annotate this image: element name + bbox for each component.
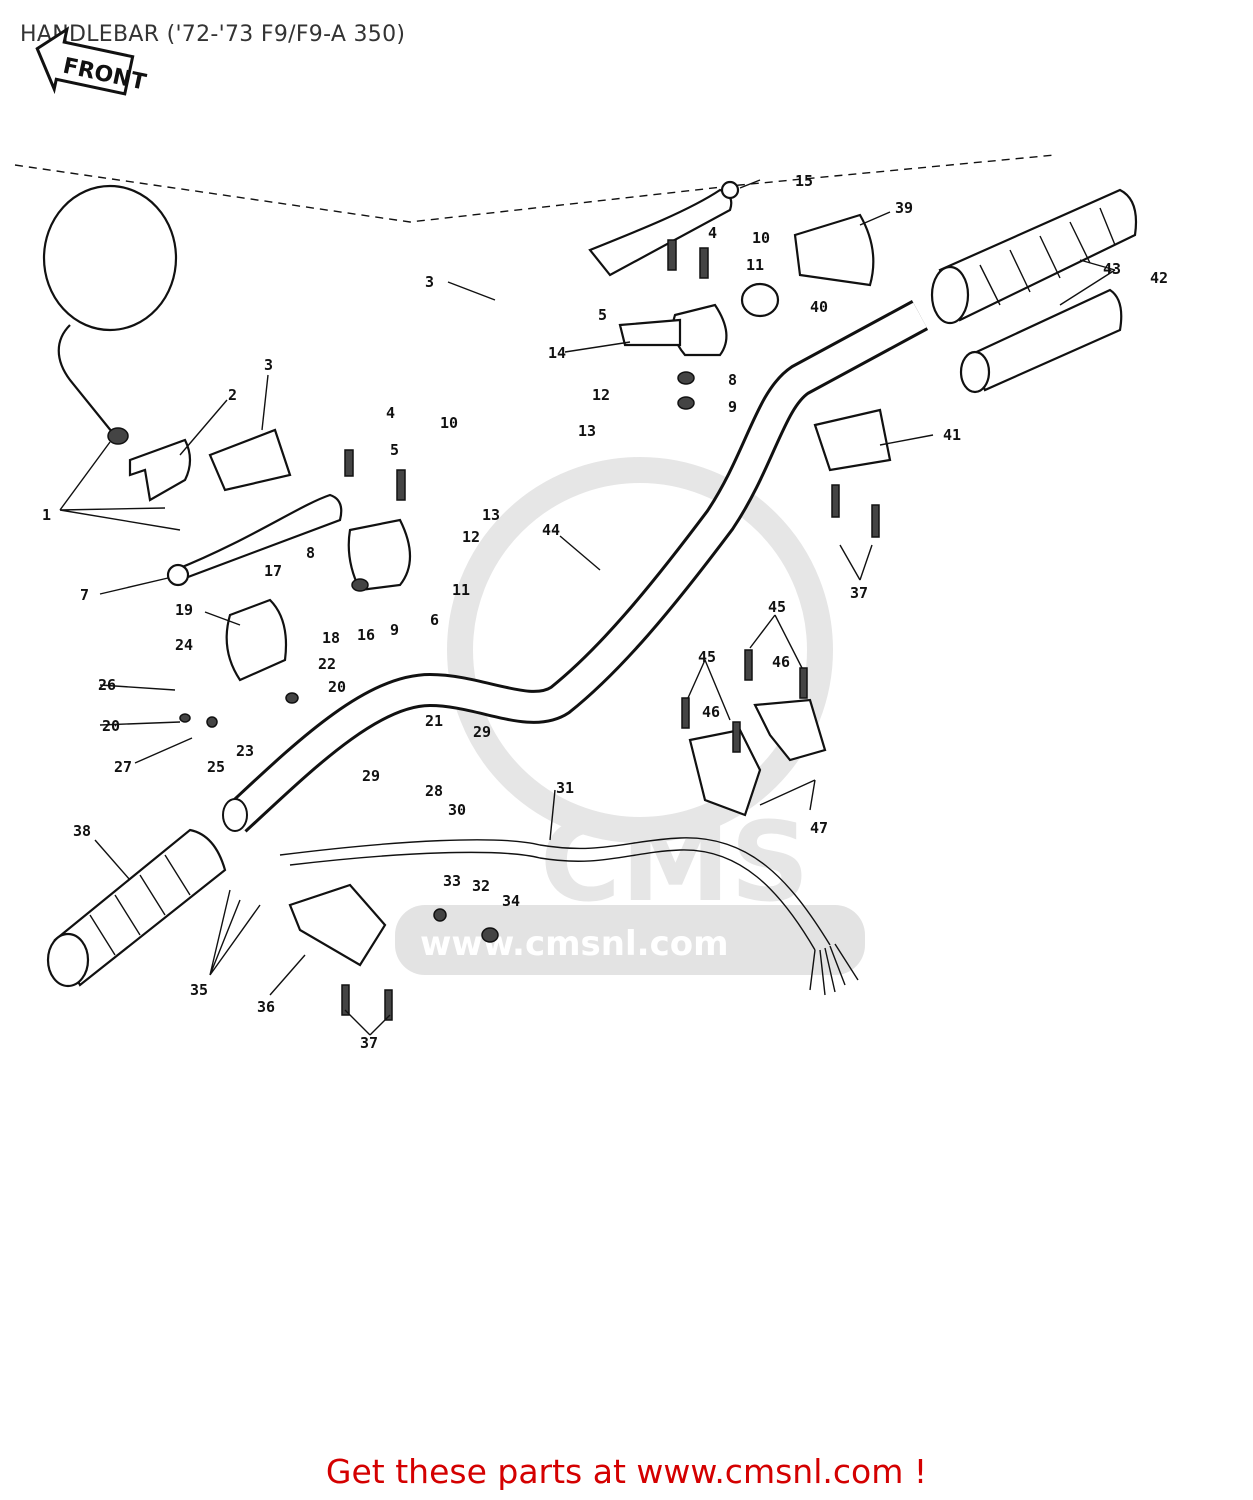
callout-12a: 12 [592,386,610,404]
right-lever [588,180,892,472]
callout-8b: 8 [306,544,315,562]
callout-37a: 37 [850,584,868,602]
callout-23: 23 [236,742,254,760]
watermark-logo: CMS [540,798,809,926]
callout-34: 34 [502,892,520,910]
callout-6: 6 [430,611,439,629]
callout-31: 31 [556,779,574,797]
callout-20b: 20 [102,717,120,735]
callout-21: 21 [425,712,443,730]
callout-39: 39 [895,199,913,217]
callout-33: 33 [443,872,461,890]
callout-4b: 4 [386,404,395,422]
left-grip [46,828,227,988]
callout-40: 40 [810,298,828,316]
fasteners [179,239,880,1021]
leader-lines [59,179,1116,1036]
handlebar-tube [222,300,929,833]
callout-26: 26 [98,676,116,694]
callouts: 1 2 3 3 4 4 5 5 6 7 8 8 9 9 10 10 11 11 … [42,172,1168,1052]
callout-5a: 5 [598,306,607,324]
callout-12b: 12 [462,528,480,546]
callout-29a: 29 [473,723,491,741]
callout-11b: 11 [452,581,470,599]
callout-9b: 9 [390,621,399,639]
callout-28: 28 [425,782,443,800]
callout-8a: 8 [728,371,737,389]
callout-29b: 29 [362,767,380,785]
callout-24: 24 [175,636,193,654]
callout-15: 15 [795,172,813,190]
watermark: CMS www.cmsnl.com [395,457,865,975]
callout-38: 38 [73,822,91,840]
callout-9a: 9 [728,398,737,416]
footer-link[interactable]: Get these parts at www.cmsnl.com ! [325,1452,928,1491]
watermark-url: www.cmsnl.com [420,924,729,964]
callout-27: 27 [114,758,132,776]
callout-13b: 13 [482,506,500,524]
callout-10a: 10 [752,229,770,247]
page-title: HANDLEBAR ('72-'73 F9/F9-A 350) [20,22,406,47]
callout-11a: 11 [746,256,764,274]
callout-5b: 5 [390,441,399,459]
callout-36: 36 [257,998,275,1016]
callout-13a: 13 [578,422,596,440]
callout-46b: 46 [702,703,720,721]
callout-4a: 4 [708,224,717,242]
callout-7: 7 [80,586,89,604]
mirror [42,184,178,445]
callout-45b: 45 [698,648,716,666]
callout-18: 18 [322,629,340,647]
callout-32: 32 [472,877,490,895]
watermark-emblem [447,457,833,843]
callout-16: 16 [357,626,375,644]
callout-44: 44 [542,521,560,539]
callout-3b: 3 [425,273,434,291]
callout-30: 30 [448,801,466,819]
callout-25: 25 [207,758,225,776]
front-arrow: FRONT [35,26,148,96]
callout-41: 41 [943,426,961,444]
callout-10b: 10 [440,414,458,432]
callout-1: 1 [42,506,51,524]
callout-45a: 45 [768,598,786,616]
wiring-harness [279,837,859,996]
callout-37b: 37 [360,1034,378,1052]
callout-3a: 3 [264,356,273,374]
callout-17: 17 [264,562,282,580]
callout-22: 22 [318,655,336,673]
callout-19: 19 [175,601,193,619]
callout-35: 35 [190,981,208,999]
right-grip [930,188,1138,394]
callout-47: 47 [810,819,828,837]
callout-20a: 20 [328,678,346,696]
callout-14: 14 [548,344,566,362]
watermark-banner [395,905,865,975]
callout-43: 43 [1103,260,1121,278]
callout-2: 2 [228,386,237,404]
clamps [288,698,827,967]
left-lever [128,428,411,682]
callout-46a: 46 [772,653,790,671]
callout-42: 42 [1150,269,1168,287]
handlebar-diagram: CMS www.cmsnl.com FRONT [14,26,1168,1052]
